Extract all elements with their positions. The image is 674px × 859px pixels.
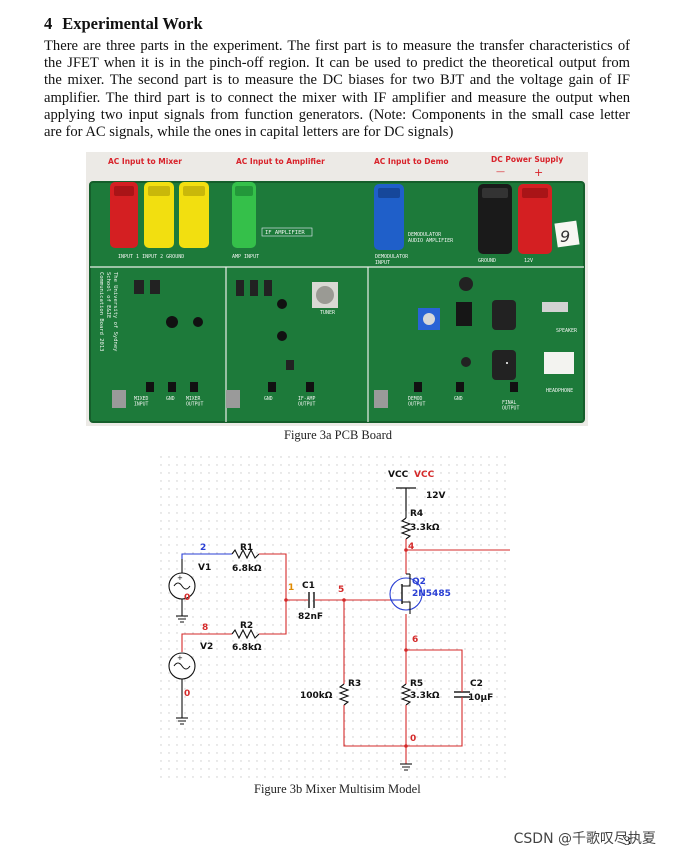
- v2-label: V2: [200, 642, 213, 652]
- callout-amplifier: AC Input to Amplifier: [236, 157, 325, 166]
- label-input-row: INPUT 1 INPUT 2 GROUND: [118, 254, 184, 260]
- c1-value: 82nF: [298, 612, 323, 622]
- node-1: 1: [288, 583, 294, 593]
- para-line: There are three parts in the experiment.…: [44, 38, 630, 54]
- jack-green-amp: [232, 182, 256, 248]
- jack-red-12v: [518, 184, 552, 254]
- vcc-label: VCC: [388, 470, 409, 480]
- para-line: amplifier. The third part is to connect …: [44, 89, 630, 106]
- para-line: the mixer. The second part is to measure…: [44, 72, 630, 89]
- r1-label: R1: [240, 543, 253, 553]
- r3-label: R3: [348, 679, 361, 689]
- label-12v: 12V: [524, 258, 533, 264]
- jack-red-input1: [110, 182, 138, 248]
- svg-text:+: +: [177, 654, 183, 662]
- c2-value: 10µF: [468, 693, 493, 703]
- q2-jfet: [389, 577, 423, 611]
- node-4: 4: [408, 542, 414, 552]
- label-ground: GROUND: [478, 258, 496, 264]
- node-6: 6: [412, 635, 418, 645]
- r4-label: R4: [410, 509, 423, 519]
- label-amp-input: AMP INPUT: [232, 254, 259, 260]
- label-speaker: SPEAKER: [556, 328, 578, 334]
- node-0-c: 0: [410, 734, 416, 744]
- label-headphone: HEADPHONE: [546, 388, 573, 394]
- label-if-amplifier: IF AMPLIFIER: [265, 230, 305, 236]
- r3-resistor: [338, 683, 350, 706]
- schematic-grid: [160, 456, 510, 781]
- r5-value: 3.3kΩ: [410, 691, 440, 701]
- para-line: the JFET when it is in the pinch-off reg…: [44, 55, 630, 72]
- label-gnd-2: GND: [264, 396, 273, 402]
- pcb-photo: AC Input to Mixer AC Input to Amplifier …: [86, 152, 588, 426]
- jack-blue-demo: [374, 184, 404, 250]
- r3-value: 100kΩ: [300, 691, 333, 701]
- callout-plus: +: [534, 166, 543, 179]
- r4-resistor: [400, 517, 412, 540]
- r4-value: 3.3kΩ: [410, 523, 440, 533]
- r2-label: R2: [240, 621, 253, 631]
- vcc-12v: 12V: [426, 491, 446, 501]
- jack-yellow-ground: [179, 182, 209, 248]
- node-0-b: 0: [184, 689, 190, 699]
- label-side-text: Communication Board 2013School of E&IETh…: [98, 272, 118, 352]
- page-number: 3: [624, 833, 631, 848]
- svg-text:+: +: [177, 574, 183, 582]
- label-gnd-3: GND: [454, 396, 463, 402]
- section-heading: 4 Experimental Work: [44, 14, 203, 34]
- label-gnd-1: GND: [166, 396, 175, 402]
- r2-value: 6.8kΩ: [232, 643, 262, 653]
- callout-minus: —: [496, 167, 505, 177]
- callout-power: DC Power Supply: [491, 155, 563, 164]
- r2-resistor: [231, 628, 260, 640]
- node-2: 2: [200, 543, 206, 553]
- figure-b-caption: Figure 3b Mixer Multisim Model: [254, 782, 421, 796]
- handwritten-nine: 9: [560, 227, 570, 246]
- v1-label: V1: [198, 563, 211, 573]
- body-paragraph: There are three parts in the experiment.…: [44, 38, 630, 141]
- c2-label: C2: [470, 679, 483, 689]
- r5-resistor: [400, 683, 412, 706]
- jack-yellow-input2: [144, 182, 174, 248]
- section-number: 4: [44, 14, 53, 33]
- q2-label: Q2: [412, 577, 426, 587]
- r1-value: 6.8kΩ: [232, 564, 262, 574]
- r1-resistor: [231, 548, 260, 560]
- vcc-label-red: VCC: [414, 470, 435, 480]
- node-0-a: 0: [184, 593, 190, 603]
- figure-a-caption: Figure 3a PCB Board: [284, 428, 392, 442]
- c1-label: C1: [302, 581, 315, 591]
- para-line: are for AC signals, while the ones in ca…: [44, 124, 454, 141]
- section-title: Experimental Work: [62, 14, 203, 33]
- callout-demo: AC Input to Demo: [374, 157, 449, 166]
- node-5: 5: [338, 585, 344, 595]
- jack-black-ground: [478, 184, 512, 254]
- mixer-schematic: VCC VCC 12V R4 3.3kΩ 4 2 R1 6.8kΩ V1 + 0…: [160, 456, 510, 781]
- callout-mixer: AC Input to Mixer: [108, 157, 182, 166]
- watermark: CSDN @千歌叹尽执夏: [513, 831, 656, 847]
- label-tuner: TUNER: [320, 310, 336, 316]
- para-line: applying two input signals from function…: [44, 106, 630, 123]
- r5-label: R5: [410, 679, 423, 689]
- node-8: 8: [202, 623, 208, 633]
- q2-part: 2N5485: [412, 589, 451, 599]
